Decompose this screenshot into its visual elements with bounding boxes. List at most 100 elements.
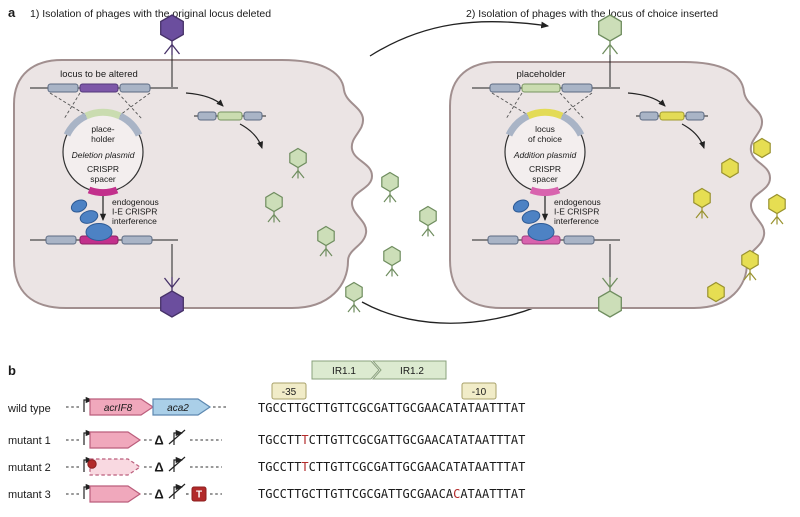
seq-pre: TGCCTT <box>258 433 301 447</box>
cascade-complex-icon <box>70 199 88 213</box>
flank-segment <box>489 83 521 93</box>
flank-segment <box>639 111 659 121</box>
acrIF8-gene-arrow-disrupted <box>89 458 142 476</box>
host-genome-bottom-1 <box>30 223 178 245</box>
flank-segment <box>243 111 263 121</box>
acrIF8-gene-arrow <box>89 431 142 449</box>
crispr-label: CRISPR <box>87 164 119 174</box>
cell-1-body <box>13 59 374 309</box>
interference-label: interference <box>112 216 157 226</box>
cascade-complex-icon <box>521 210 541 224</box>
interference-label: endogenous <box>112 197 159 207</box>
promoter-slash <box>168 429 186 445</box>
panel-b-label: b <box>8 363 16 378</box>
seq-highlight: C <box>453 487 460 501</box>
recombination-crossover-1 <box>49 92 151 120</box>
homology-arc <box>63 112 88 137</box>
promoter-slash <box>168 456 186 472</box>
plasmid-insert-label: of choice <box>528 134 562 144</box>
yellow-capsid-icon <box>707 281 725 303</box>
cascade-bound-icon <box>527 223 555 241</box>
yellow-phage-icon <box>768 193 786 226</box>
homology-arc <box>505 112 530 137</box>
cell-1: locus to be altered place- holder Deleti… <box>13 14 437 318</box>
cascade-complex-icon <box>79 210 99 224</box>
row-mutant-2: mutant 2 Δ TGCCTTTCTTGTTCGCGATTGCGAACATA… <box>8 456 525 476</box>
crossover-line <box>117 92 143 120</box>
panel-a-label: a <box>8 5 16 20</box>
promoter-icon <box>83 429 94 445</box>
row-wild-type: wild type acrIF8 aca2 TGCCTTGCTTGTTCGCGA… <box>7 396 525 416</box>
deletion-symbol: Δ <box>154 433 163 448</box>
crossover-line <box>119 92 151 116</box>
flank-segment <box>561 83 593 93</box>
seq-pre: TGCCTTGCTTGTTCGCGATTGCGAACATATAATTTAT <box>258 401 525 415</box>
interference-step-1: endogenous I-E CRISPR interference <box>70 196 159 226</box>
sequence-text: TGCCTTTCTTGTTCGCGATTGCGAACATATAATTTAT <box>258 433 525 447</box>
crispr-spacer-arc <box>529 186 561 197</box>
sequence-annotations: IR1.1 IR1.2 -35 -10 <box>271 360 497 400</box>
ir1-1-label: IR1.1 <box>332 366 356 377</box>
row-label: wild type <box>7 403 51 415</box>
flank-segment <box>45 235 77 245</box>
crispr-label: spacer <box>90 174 116 184</box>
broken-promoter-icon <box>173 429 184 445</box>
deletion-symbol: Δ <box>154 487 163 502</box>
host-genome-top-2: placeholder <box>472 69 620 93</box>
host-genome-top-1: locus to be altered <box>30 69 178 93</box>
ir1-2-label: IR1.2 <box>400 366 424 377</box>
acrIF8-gene-arrow <box>89 398 155 416</box>
cascade-bound-icon <box>85 223 113 241</box>
crossover-line <box>49 92 87 116</box>
cascade-complex-icon <box>512 199 530 213</box>
row-label: mutant 1 <box>8 435 51 447</box>
row-mutant-3: mutant 3 Δ T TGCCTTGCTTGTTCGCGATTGCGAACA… <box>8 483 525 503</box>
seq-post: CTTGTTCGCGATTGCGAACATATAATTTAT <box>309 460 526 474</box>
crispr-label: spacer <box>532 174 558 184</box>
acrIF8-gene-label: acrIF8 <box>104 403 133 414</box>
seq-pre: TGCCTTGCTTGTTCGCGATTGCGAACA <box>258 487 454 501</box>
interference-step-2: endogenous I-E CRISPR interference <box>512 196 601 226</box>
broken-promoter-icon <box>173 483 184 499</box>
flank-segment <box>121 235 153 245</box>
ir1-1-box <box>311 360 380 380</box>
addition-plasmid: locus of choice Addition plasmid CRISPR … <box>504 108 586 197</box>
acrIF8-gene-arrow <box>89 485 142 503</box>
recombinant-genome-1 <box>185 92 266 149</box>
plasmid-insert-label: locus <box>535 124 555 134</box>
step-arrow <box>681 123 705 149</box>
locus-of-choice-arc <box>526 108 564 120</box>
target-locus-segment <box>79 83 119 93</box>
seq-highlight: T <box>301 460 308 474</box>
crispr-spacer-arc <box>87 186 119 197</box>
seq-post: ATAATTTAT <box>460 487 525 501</box>
interference-label: interference <box>554 216 599 226</box>
minus35-label: -35 <box>282 387 297 398</box>
locus-of-choice-segment <box>659 111 685 121</box>
green-phage-icon <box>345 281 363 314</box>
flank-segment <box>685 111 705 121</box>
interference-label: I-E CRISPR <box>554 207 599 217</box>
promoter-icon <box>83 483 94 499</box>
transition-arrow-top <box>369 20 550 57</box>
step1-title: 1) Isolation of phages with the original… <box>30 8 271 20</box>
cell-2: placeholder locus of choice Addition pla… <box>449 14 786 318</box>
green-phage-icon <box>381 171 399 204</box>
purple-phage-icon <box>160 14 184 56</box>
minus10-box <box>461 382 497 400</box>
flank-segment <box>119 83 151 93</box>
sequence-text: TGCCTTGCTTGTTCGCGATTGCGAACATATAATTTAT <box>258 401 525 415</box>
plasmid-insert-label: holder <box>91 134 115 144</box>
infecting-phage-2 <box>598 14 622 87</box>
step-arrow <box>627 92 666 107</box>
sequence-text: TGCCTTTCTTGTTCGCGATTGCGAACATATAATTTAT <box>258 460 525 474</box>
yellow-capsid-icon <box>753 137 771 159</box>
placeholder-segment <box>521 83 561 93</box>
step-arrow <box>185 92 224 107</box>
homology-arc <box>560 112 585 137</box>
placeholder-arc <box>84 108 122 120</box>
host-genome-bottom-2 <box>472 223 620 245</box>
crispr-label: CRISPR <box>529 164 561 174</box>
crossover-line <box>559 92 585 120</box>
